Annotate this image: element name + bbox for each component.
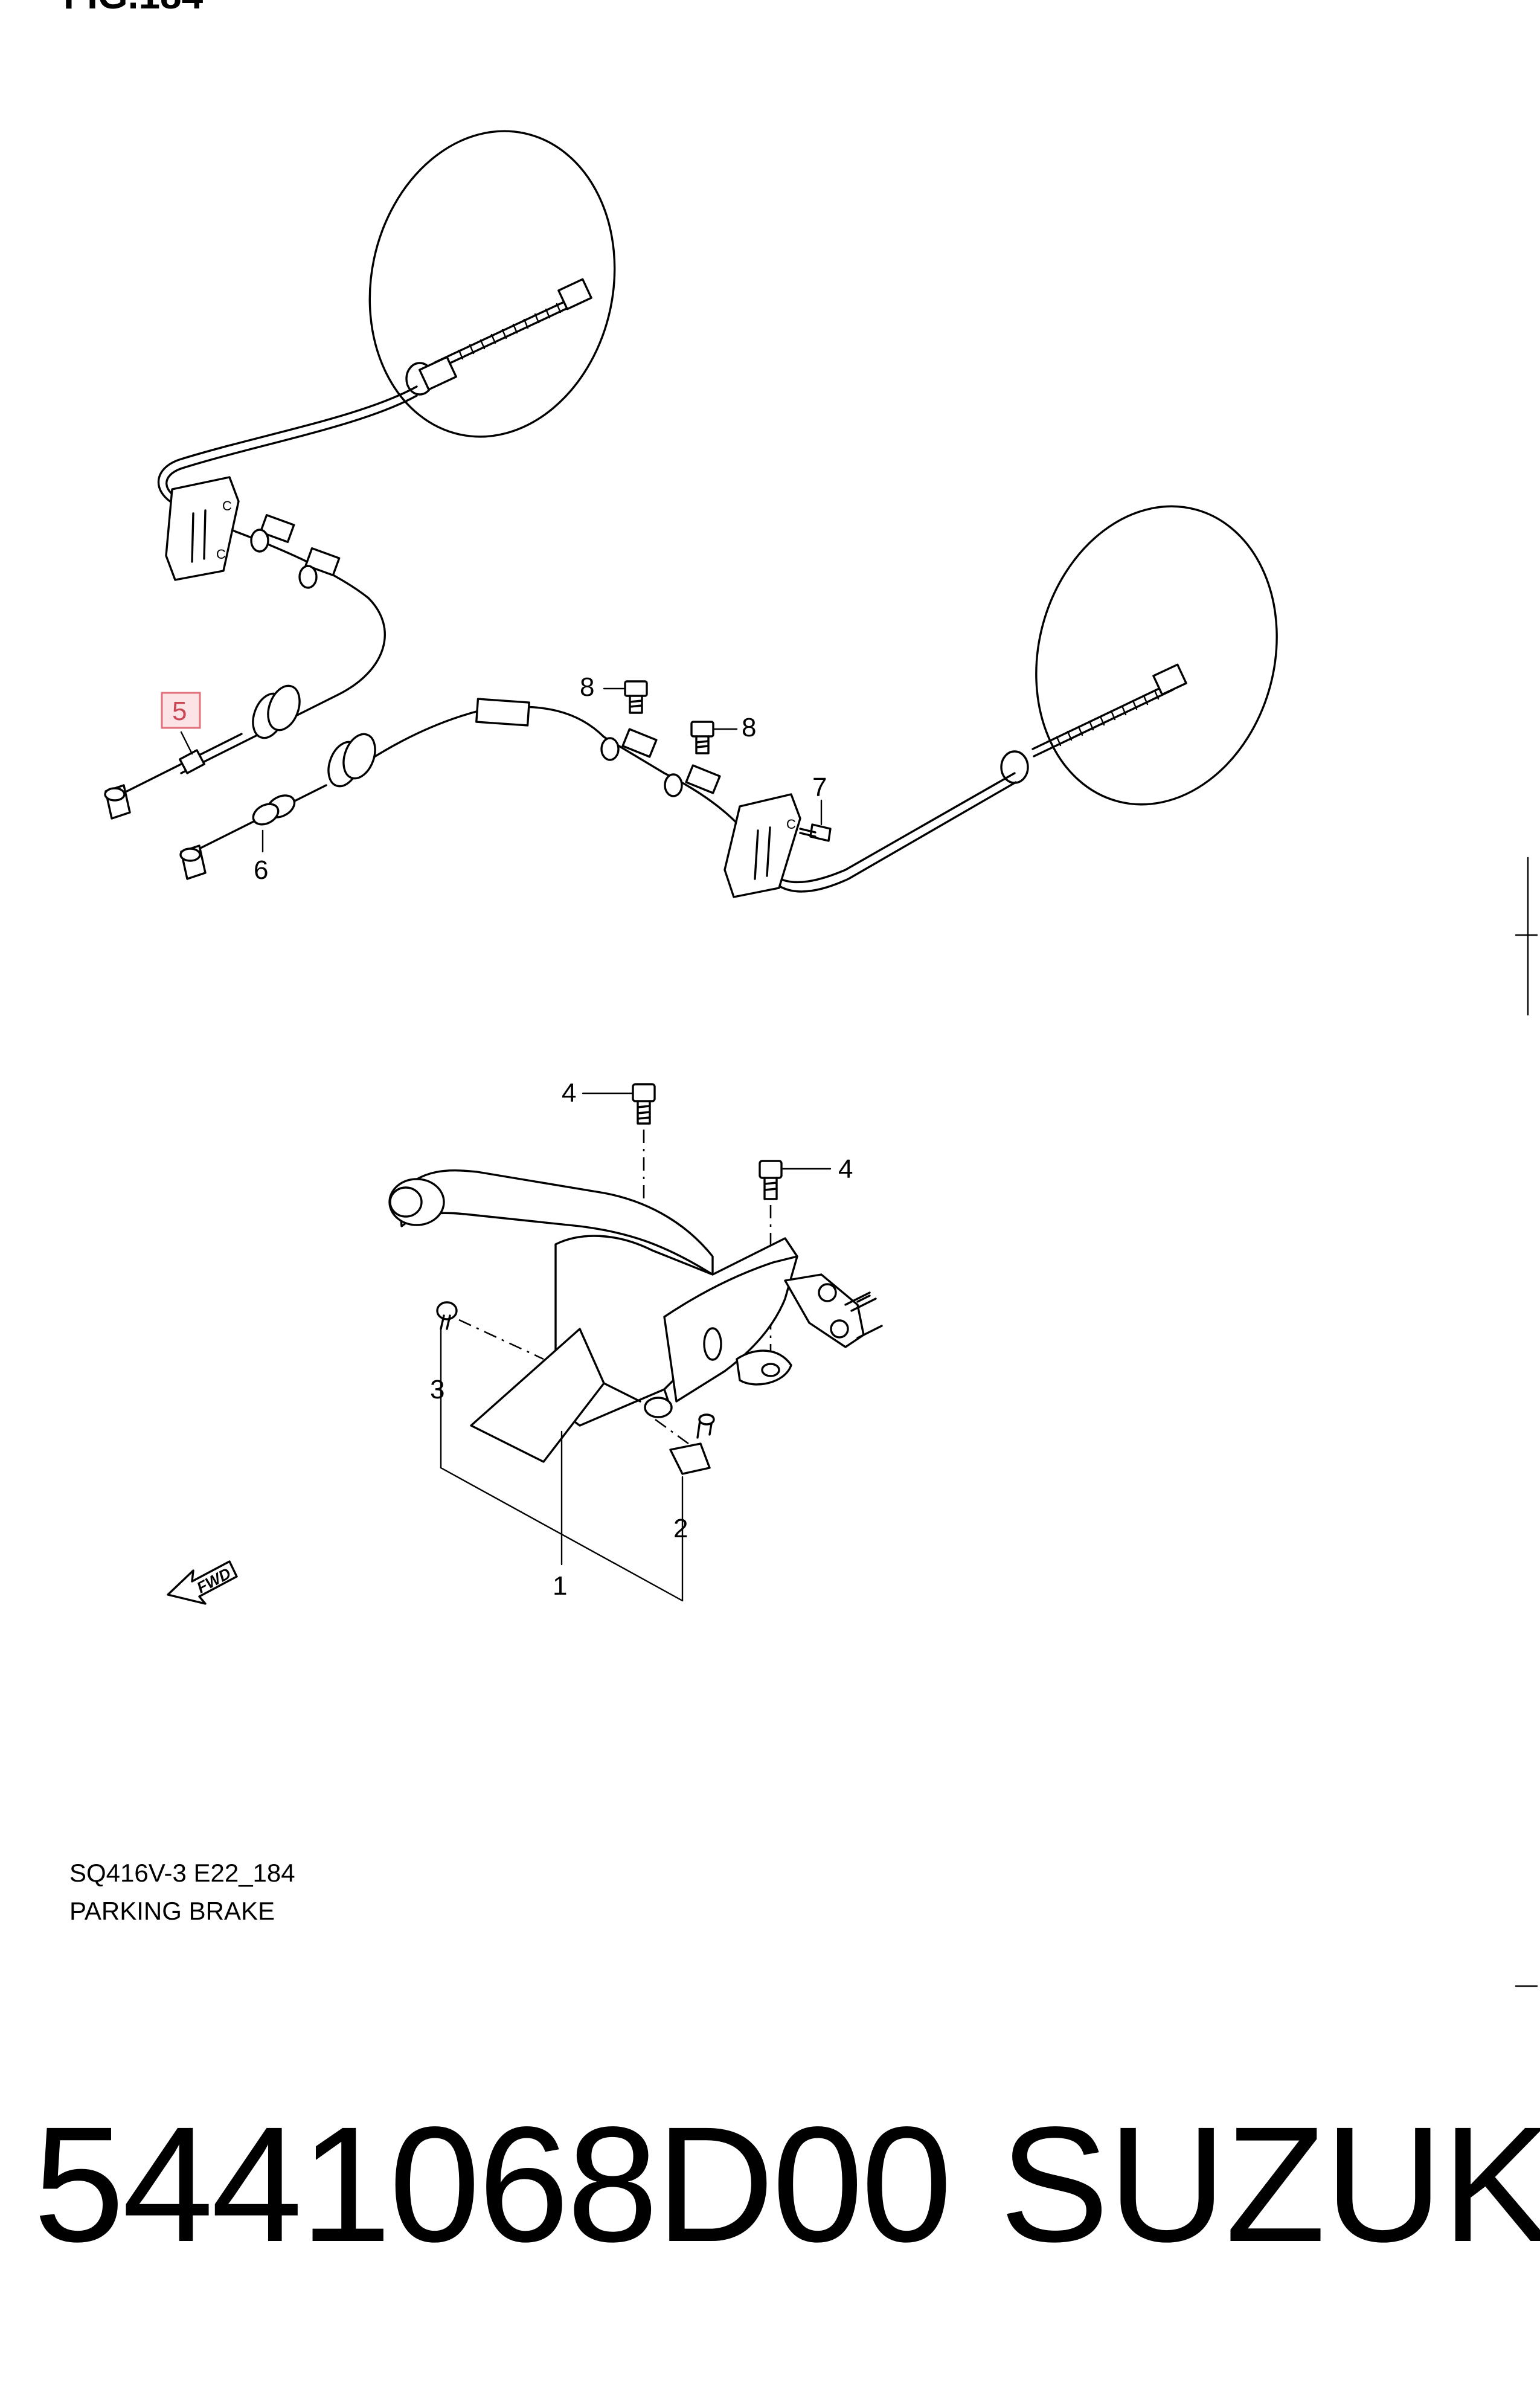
bolt-8-lower (690, 721, 714, 754)
right-brake-drum (1035, 505, 1278, 806)
figure-label: FIG.184 (63, 0, 204, 17)
left-cable-clip-2 (298, 547, 341, 589)
cable-equalizer (784, 1273, 883, 1348)
parking-brake-exploded-diagram: FIG.184 C C (63, 0, 1538, 1987)
callout-7: 7 (812, 773, 827, 802)
callout-5: 5 (172, 696, 187, 726)
callout-1: 1 (553, 1571, 567, 1601)
callout-3: 3 (430, 1375, 444, 1404)
callout-4-right: 4 (838, 1154, 853, 1184)
brand-name: SUZUKI (999, 2092, 1540, 2276)
left-brake-drum (368, 130, 616, 438)
bolt-4-right (759, 1160, 783, 1200)
callout-2: 2 (673, 1514, 688, 1543)
parking-brake-switch-part-2 (669, 1413, 715, 1475)
right-cable-sleeve (475, 698, 530, 727)
callout-6: 6 (254, 855, 268, 885)
part-number: 5441068D00 (33, 2092, 952, 2276)
left-cable-clip-1 (250, 513, 295, 553)
bolt-8-upper (624, 680, 648, 714)
cable-assembly-group: C C (104, 130, 1278, 898)
bolt-7 (799, 823, 832, 842)
right-cable-threaded-end (1000, 663, 1187, 784)
left-cable-threaded-end (405, 278, 592, 396)
left-cable-bracket: C C (165, 476, 240, 581)
right-cable-bracket: C (723, 793, 801, 898)
front-cable-end-part-5 (104, 733, 243, 820)
left-cable-grommet (252, 684, 301, 739)
callout-8-lower: 8 (742, 713, 756, 742)
svg-text:C: C (786, 817, 796, 832)
svg-text:C: C (216, 547, 226, 562)
model-code: SQ416V-3 E22_184 (69, 1859, 295, 1887)
lever-handle (388, 1169, 714, 1276)
right-cable-clip-1 (600, 728, 658, 761)
bolt-3 (436, 1301, 458, 1330)
bolt-4-top (632, 1083, 656, 1125)
upper-callouts: 8 8 7 6 5 (161, 672, 827, 885)
diagram-title: PARKING BRAKE (69, 1897, 275, 1925)
rear-cable-end-part-6 (179, 784, 327, 880)
fwd-arrow-icon: FWD (167, 1560, 238, 1605)
right-cable-clip-2 (664, 764, 721, 797)
bottom-band (0, 1987, 1540, 2392)
right-cable-grommet (327, 733, 376, 788)
callout-4-top: 4 (562, 1078, 576, 1108)
svg-text:C: C (222, 498, 232, 513)
callout-5-highlight-box (161, 692, 201, 729)
callout-8-upper: 8 (580, 672, 594, 702)
lever-base-bracket (644, 1255, 798, 1418)
parking-brake-lever-assembly: 4 4 (388, 1078, 883, 1602)
